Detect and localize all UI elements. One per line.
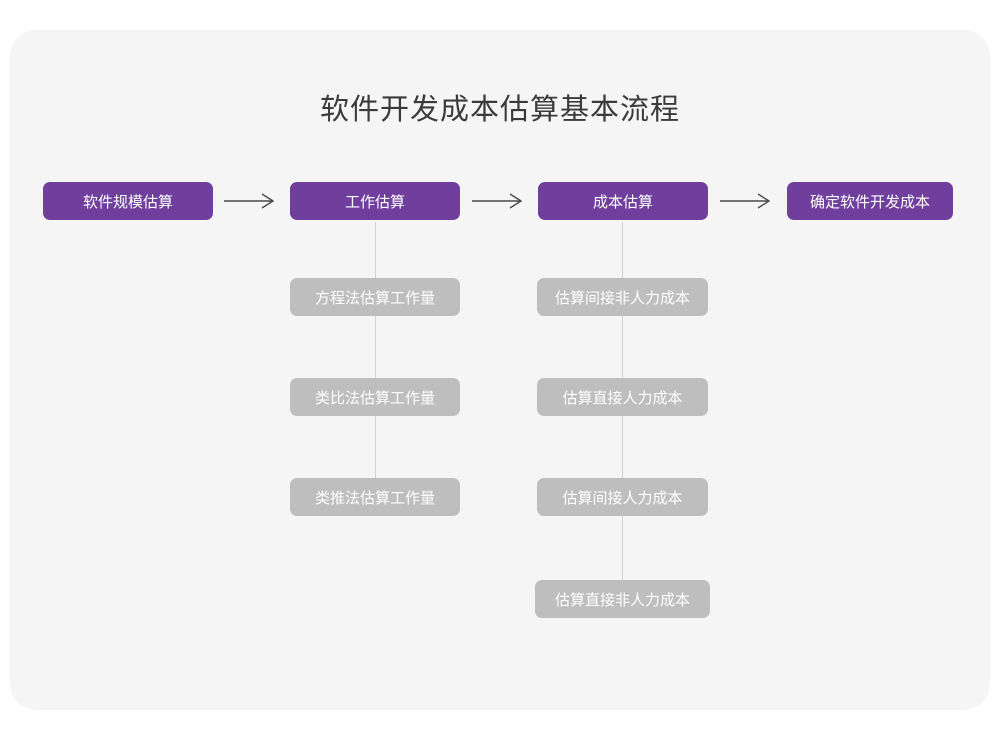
flow-subnode-step-2-sub-2[interactable]: 类比法估算工作量	[290, 378, 460, 416]
flow-node-step-1[interactable]: 软件规模估算	[43, 182, 213, 220]
flow-node-step-3[interactable]: 成本估算	[538, 182, 708, 220]
page-title: 软件开发成本估算基本流程	[319, 94, 680, 126]
flow-subnode-step-3-sub-1[interactable]: 估算间接非人力成本	[537, 278, 708, 316]
flow-node-step-4[interactable]: 确定软件开发成本	[787, 182, 953, 220]
arrow-right-icon-2	[472, 190, 528, 212]
flow-subnode-step-3-sub-4[interactable]: 估算直接非人力成本	[535, 580, 710, 618]
arrow-right-icon-3	[720, 190, 776, 212]
flow-subnode-step-2-sub-1[interactable]: 方程法估算工作量	[290, 278, 460, 316]
connector-line-step-3	[622, 222, 623, 616]
arrow-right-icon-1	[224, 190, 280, 212]
connector-line-step-2	[375, 222, 376, 514]
flow-node-step-2[interactable]: 工作估算	[290, 182, 460, 220]
flow-subnode-step-2-sub-3[interactable]: 类推法估算工作量	[290, 478, 460, 516]
flow-subnode-step-3-sub-3[interactable]: 估算间接人力成本	[537, 478, 708, 516]
diagram-card	[10, 30, 990, 710]
flow-subnode-step-3-sub-2[interactable]: 估算直接人力成本	[537, 378, 708, 416]
